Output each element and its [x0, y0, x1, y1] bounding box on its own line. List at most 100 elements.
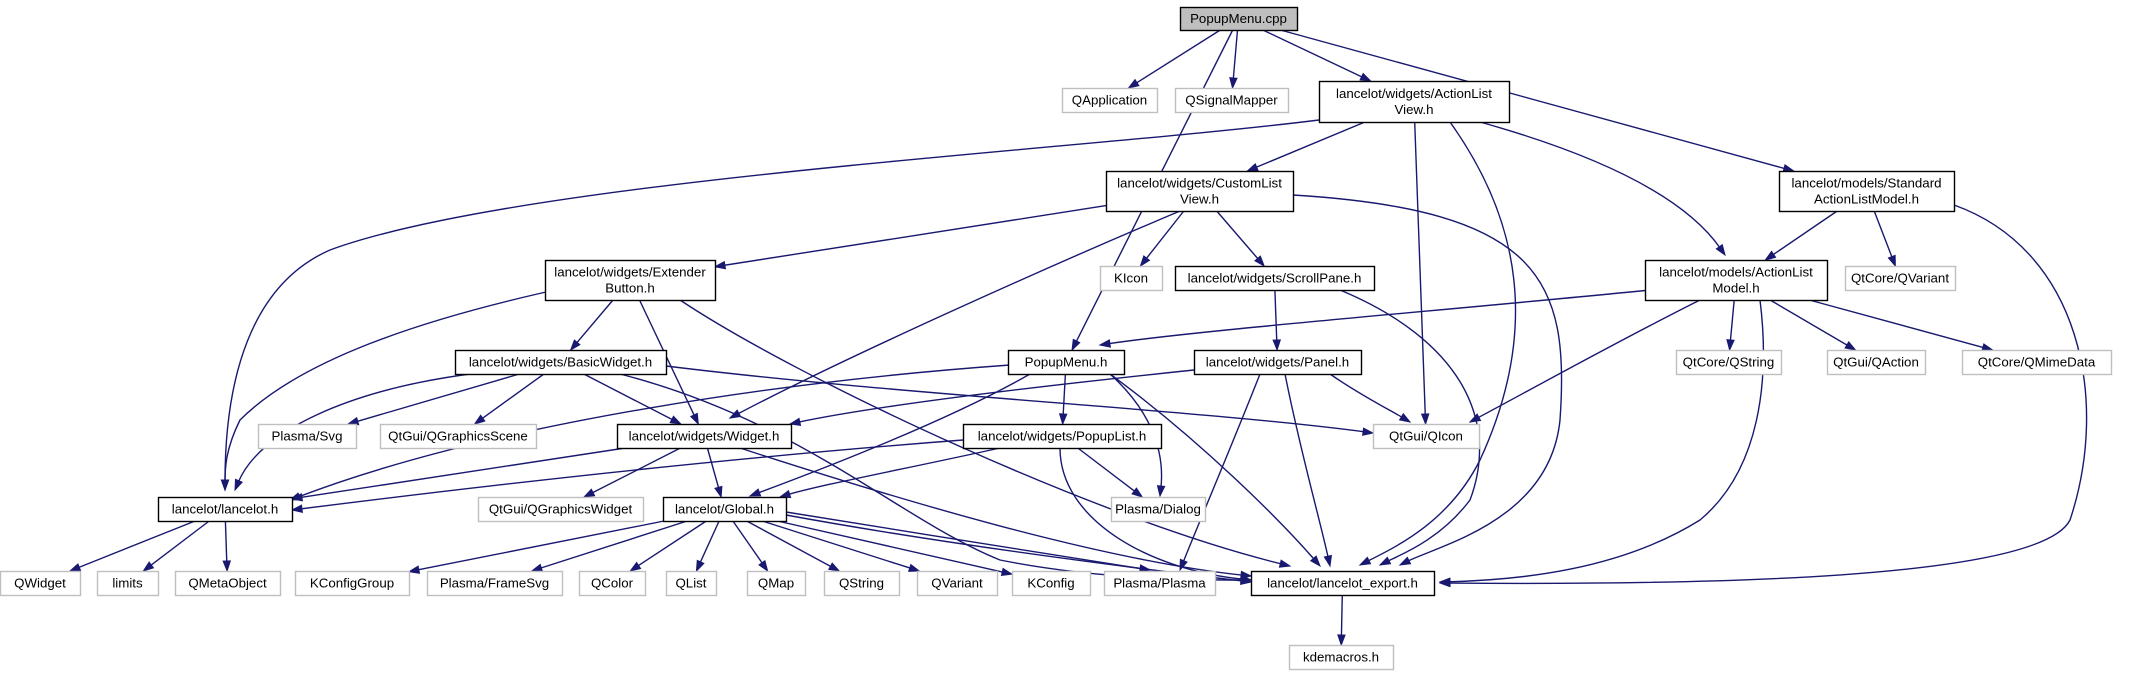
arrowhead: [1156, 485, 1166, 498]
node-box: [1644, 259, 1829, 302]
node-qcolor: QColor: [578, 570, 647, 597]
node-label: QSignalMapper: [1185, 93, 1278, 108]
edge-line: [1366, 121, 1517, 563]
node-label: KConfig: [1027, 576, 1074, 591]
arrowhead: [1887, 254, 1896, 268]
arrowhead: [1058, 413, 1068, 426]
node-lancelot-h[interactable]: lancelot/lancelot.h: [157, 496, 294, 523]
edge-actionlistview-to-actionlistmodel: [1479, 121, 1726, 257]
edge-line: [787, 447, 1001, 496]
arrowhead: [907, 563, 921, 572]
arrowhead: [788, 417, 802, 427]
edge-lancelot_h-to-limits: [142, 520, 210, 572]
arrowhead: [695, 559, 705, 573]
node-label: QtGui/QIcon: [1389, 429, 1463, 444]
edge-extenderbutton-to-basicwidget: [569, 299, 614, 352]
arrowhead: [1071, 338, 1081, 352]
arrowhead: [1278, 559, 1292, 568]
edge-global-to-plasma_framesvg: [530, 520, 688, 572]
node-box: [1826, 349, 1927, 376]
arrowhead: [220, 479, 230, 492]
node-box: [1193, 349, 1363, 376]
edge-lancelot_export-to-kdemacros: [1337, 594, 1346, 647]
node-label: QtCore/QString: [1683, 355, 1775, 370]
node-box: [1675, 349, 1783, 376]
node-label: Plasma/Svg: [272, 429, 343, 444]
node-label: QtGui/QGraphicsWidget: [489, 502, 633, 517]
node-label: lancelot/models/ActionList: [1659, 265, 1813, 280]
edge-line: [1447, 299, 1765, 583]
node-lancelot-export[interactable]: lancelot/lancelot_export.h: [1250, 570, 1436, 597]
edge-panel-to-lancelot_export: [1284, 373, 1332, 568]
edge-standardactionlistmodel-to-actionlistmodel: [1764, 210, 1838, 261]
node-qvariant: QVariant: [916, 570, 999, 597]
edge-line: [1216, 210, 1260, 261]
node-qtcore-qstring: QtCore/QString: [1675, 349, 1783, 376]
edge-extenderbutton-to-lancelot_export: [679, 299, 1292, 568]
edge-line: [575, 299, 614, 345]
node-label: QtGui/QGraphicsScene: [388, 429, 528, 444]
edge-line: [1062, 373, 1067, 417]
node-label: Plasma/Plasma: [1113, 576, 1206, 591]
edge-extenderbutton-to-widget: [638, 299, 699, 426]
node-box: [1105, 170, 1295, 213]
node-qlist: QList: [665, 570, 718, 597]
arrowhead: [473, 414, 486, 425]
edge-actionlistmodel-to-qtcore_qstring: [1726, 299, 1735, 352]
node-plasma-dialog: Plasma/Dialog: [1110, 496, 1207, 523]
node-box: [257, 423, 358, 450]
node-scrollpane[interactable]: lancelot/widgets/ScrollPane.h: [1174, 265, 1376, 292]
edge-popuplist-to-plasma_dialog: [1077, 447, 1144, 498]
node-box: [1250, 570, 1436, 597]
edge-global-to-qlist: [695, 520, 720, 573]
node-widget[interactable]: lancelot/widgets/Widget.h: [616, 423, 793, 450]
node-qapplication: QApplication: [1061, 87, 1159, 114]
node-label: PopupMenu.cpp: [1190, 11, 1287, 26]
node-label: QtGui/QAction: [1833, 355, 1919, 370]
arrowhead: [1844, 340, 1857, 351]
edge-line: [1476, 299, 1701, 419]
node-basicwidget[interactable]: lancelot/widgets/BasicWidget.h: [454, 349, 668, 376]
node-popupmenu-h[interactable]: PopupMenu.h: [1007, 349, 1126, 376]
edge-line: [583, 373, 674, 421]
edge-basicwidget-to-widget: [583, 373, 683, 425]
node-box: [1961, 349, 2113, 376]
edge-line: [1769, 299, 1849, 347]
node-box: [1110, 496, 1207, 523]
node-global[interactable]: lancelot/Global.h: [662, 496, 788, 523]
edge-popupmenu_cpp-to-actionlistview: [1262, 29, 1372, 82]
arrowhead: [234, 478, 244, 492]
arrowhead: [1272, 339, 1282, 352]
edge-customlistview-to-scrollpane: [1216, 210, 1266, 268]
node-box: [1061, 87, 1159, 114]
node-popuplist[interactable]: lancelot/widgets/PopupList.h: [962, 423, 1163, 450]
edge-actionlistmodel-to-qtgui_qaction: [1769, 299, 1857, 351]
node-box: [616, 423, 793, 450]
node-panel[interactable]: lancelot/widgets/Panel.h: [1193, 349, 1363, 376]
node-label: kdemacros.h: [1303, 650, 1379, 665]
edge-line: [699, 520, 720, 564]
arrowhead: [758, 559, 769, 573]
node-actionlistmodel[interactable]: lancelot/models/ActionListModel.h: [1644, 259, 1829, 302]
edge-line: [1109, 373, 1316, 561]
node-box: [1011, 570, 1092, 597]
edge-line: [1414, 121, 1426, 417]
arrowhead: [669, 415, 683, 425]
edge-line: [797, 369, 1195, 423]
arrowhead: [778, 489, 792, 499]
node-label: QMetaObject: [188, 576, 267, 591]
node-qwidget: QWidget: [0, 570, 82, 597]
node-standardactionlistmodel[interactable]: lancelot/models/StandardActionListModel.…: [1778, 170, 1956, 213]
node-box: [1103, 570, 1217, 597]
node-box: [1844, 265, 1957, 292]
arrowhead: [1240, 576, 1253, 586]
edge-line: [636, 520, 707, 568]
node-box: [157, 496, 294, 523]
edge-line: [761, 520, 912, 570]
node-popupmenu-cpp[interactable]: PopupMenu.cpp: [1179, 6, 1299, 32]
edge-line: [224, 119, 1320, 483]
node-box: [916, 570, 999, 597]
